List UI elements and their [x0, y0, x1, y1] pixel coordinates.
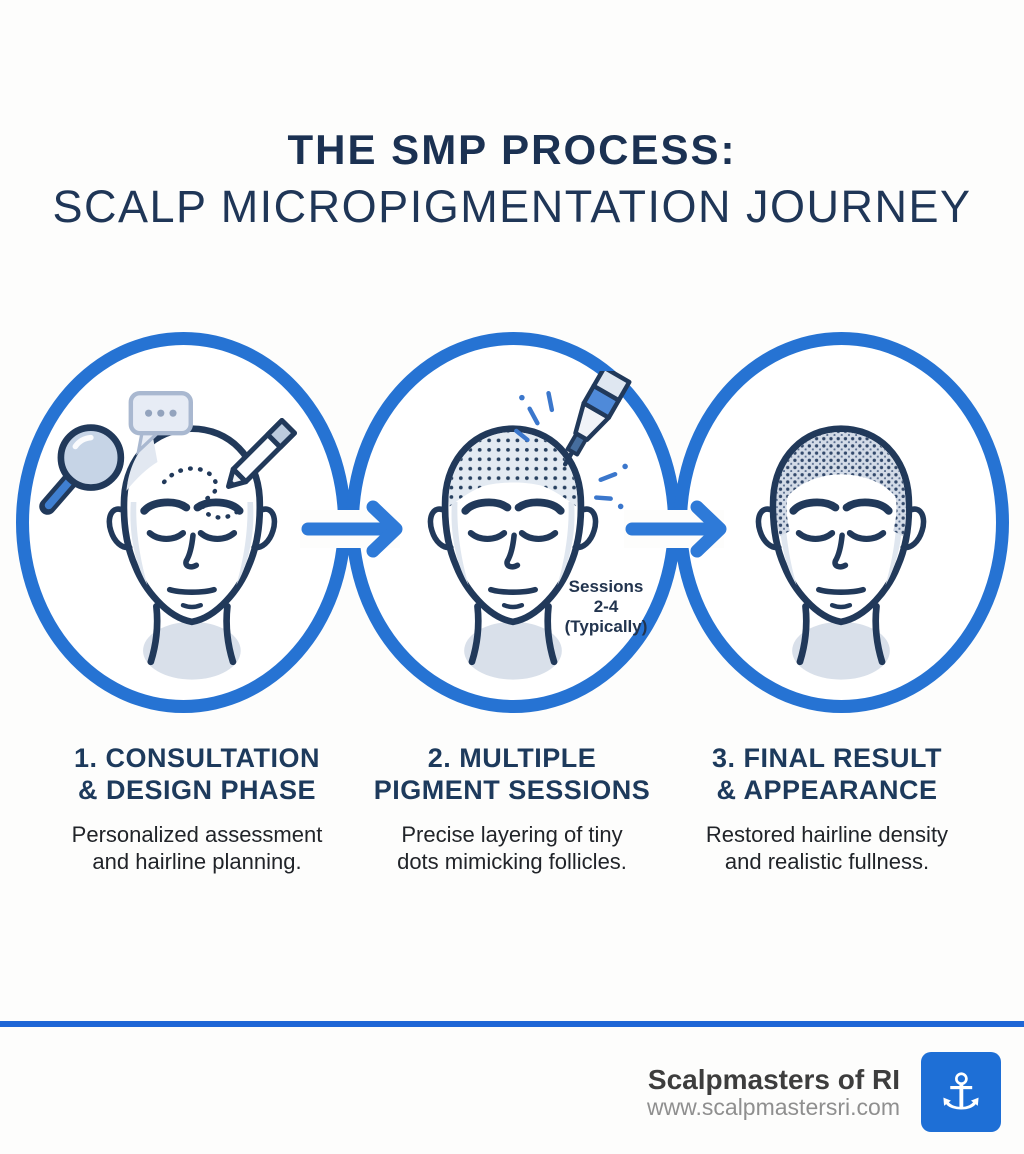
stippled-head-icon	[427, 425, 599, 680]
final-result-illustration	[755, 425, 927, 680]
footer-divider	[0, 1021, 1024, 1027]
step2-title-line1: 2. MULTIPLE	[427, 743, 597, 773]
sessions-note-line2: 2-4	[593, 597, 619, 616]
bald-head-icon	[106, 425, 278, 680]
step3-circle	[674, 332, 1009, 713]
title-line1: THE SMP PROCESS:	[287, 126, 737, 173]
step3-description: Restored hairline density and realistic …	[657, 821, 997, 875]
step2-text: 2. MULTIPLE PIGMENT SESSIONS Precise lay…	[342, 742, 682, 875]
consultation-illustration	[39, 390, 297, 680]
buzzcut-head-icon	[755, 425, 927, 680]
footer-brand: Scalpmasters of RI	[647, 1064, 900, 1095]
step1-title: 1. CONSULTATION & DESIGN PHASE	[27, 742, 367, 806]
burst-icon	[514, 390, 628, 510]
step2-description: Precise layering of tiny dots mimicking …	[342, 821, 682, 875]
arrow-right-icon	[300, 500, 403, 558]
anchor-icon: ⚓	[938, 1063, 984, 1121]
step3-title-line1: 3. FINAL RESULT	[711, 743, 942, 773]
sessions-note: Sessions 2-4 (Typically)	[544, 577, 668, 637]
sessions-note-line1: Sessions	[568, 577, 644, 596]
speech-bubble-icon	[128, 390, 193, 456]
step1-text: 1. CONSULTATION & DESIGN PHASE Personali…	[27, 742, 367, 875]
step1-title-line1: 1. CONSULTATION	[74, 743, 320, 773]
footer-logo: ⚓	[921, 1052, 1001, 1132]
step1-title-line2: & DESIGN PHASE	[77, 775, 317, 805]
step2-desc-line2: dots mimicking follicles.	[397, 849, 627, 874]
step3-text: 3. FINAL RESULT & APPEARANCE Restored ha…	[657, 742, 997, 875]
step2-title: 2. MULTIPLE PIGMENT SESSIONS	[342, 742, 682, 806]
step3-desc-line1: Restored hairline density	[705, 822, 949, 847]
right-ear	[251, 506, 278, 551]
step2-title-line2: PIGMENT SESSIONS	[373, 775, 651, 805]
title-line2: SCALP MICROPIGMENTATION JOURNEY	[52, 181, 972, 232]
step2-desc-line1: Precise layering of tiny	[401, 822, 623, 847]
arrow-right-icon	[624, 500, 727, 558]
pigment-session-illustration	[427, 371, 632, 680]
sessions-note-line3: (Typically)	[564, 617, 648, 636]
step1-desc-line2: and hairline planning.	[92, 849, 302, 874]
step1-desc-line1: Personalized assessment	[71, 822, 323, 847]
step1-description: Personalized assessment and hairline pla…	[27, 821, 367, 875]
step3-desc-line2: and realistic fullness.	[724, 849, 930, 874]
dashed-hairline-icon	[161, 466, 246, 520]
step3-title-line2: & APPEARANCE	[716, 775, 938, 805]
footer-website: www.scalpmastersri.com	[646, 1094, 900, 1120]
step3-title: 3. FINAL RESULT & APPEARANCE	[657, 742, 997, 806]
left-ear	[106, 506, 133, 551]
magnifier-icon	[39, 424, 125, 515]
pigment-pen-icon	[562, 371, 632, 467]
pencil-icon	[226, 418, 297, 489]
